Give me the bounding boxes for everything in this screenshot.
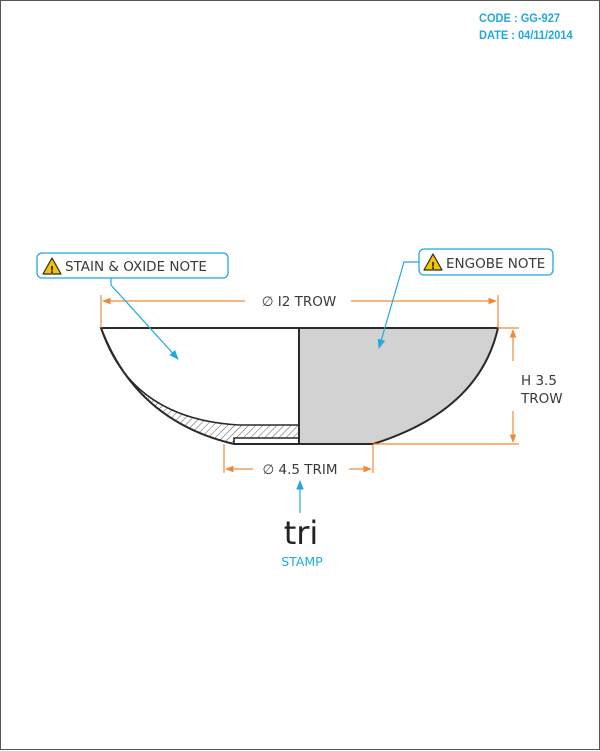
stain-oxide-note: ! STAIN & OXIDE NOTE — [36, 252, 229, 360]
engobe-region — [299, 328, 498, 444]
engobe-note: ! ENGOBE NOTE — [377, 248, 554, 349]
svg-text:!: ! — [431, 261, 436, 272]
stain-oxide-label: STAIN & OXIDE NOTE — [65, 259, 207, 275]
stamp-mark: tri — [284, 514, 319, 552]
engobe-label: ENGOBE NOTE — [446, 256, 545, 272]
diameter-top-label: ∅ I2 TROW — [262, 294, 337, 310]
diameter-foot-dimension: ∅ 4.5 TRIM — [223, 444, 374, 478]
wall-section-hatch — [101, 328, 299, 444]
stamp-callout: tri STAMP — [281, 480, 323, 569]
warning-icon: ! — [423, 253, 443, 272]
inner-profile — [100, 327, 299, 426]
height-label-line2: TROW — [520, 391, 563, 407]
diameter-top-dimension: ∅ I2 TROW — [100, 294, 499, 328]
svg-text:!: ! — [50, 265, 55, 276]
warning-icon: ! — [42, 257, 62, 276]
stamp-label: STAMP — [281, 554, 323, 569]
height-dimension: H 3.5 TROW — [373, 327, 563, 445]
diameter-foot-label: ∅ 4.5 TRIM — [262, 462, 337, 478]
height-label-line1: H 3.5 — [521, 373, 557, 389]
title-block: CODE : GG-927 DATE : 04/11/2014 — [479, 10, 573, 44]
foot-ring — [233, 437, 299, 444]
code-label: CODE : GG-927 — [479, 11, 560, 25]
date-label: DATE : 04/11/2014 — [479, 28, 573, 42]
